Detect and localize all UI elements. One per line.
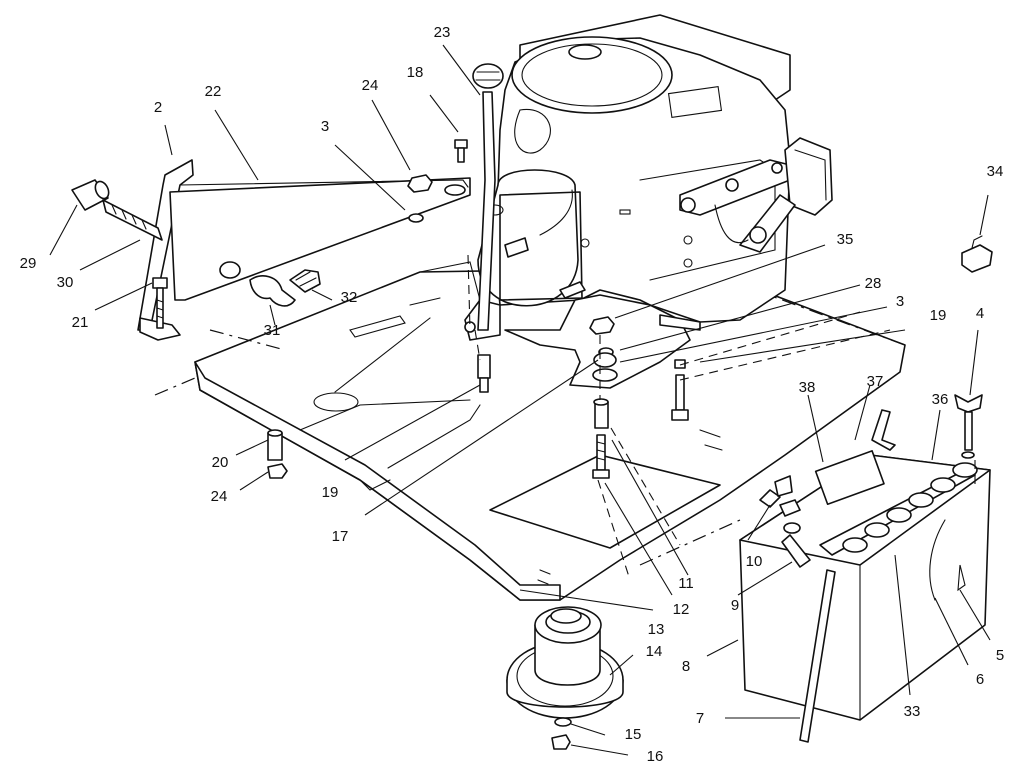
callout-31: 31 [264, 322, 281, 339]
callout-38: 38 [799, 379, 816, 396]
callout-16: 16 [647, 748, 664, 765]
engine [464, 14, 833, 389]
callout-6: 6 [976, 671, 984, 688]
callout-3: 3 [321, 118, 329, 135]
callout-33: 33 [904, 703, 921, 720]
callout-10: 10 [746, 553, 763, 570]
stud-and-sleeve [71, 179, 163, 241]
battery [739, 450, 991, 721]
spacer-and-bolt [592, 398, 610, 479]
bolt-19-right [671, 359, 689, 421]
callout-37: 37 [867, 373, 884, 390]
alignment-lines [467, 254, 976, 581]
callout-20: 20 [212, 454, 229, 471]
callout-19: 19 [322, 484, 339, 501]
callout-21: 21 [72, 314, 89, 331]
callout-3: 3 [896, 293, 904, 310]
callout-18: 18 [407, 64, 424, 81]
callout-labels: 2 22 3 24 18 23 34 35 28 3 19 4 29 30 21… [20, 24, 1005, 765]
item-34-knob [961, 235, 993, 273]
callout-32: 32 [341, 289, 358, 306]
battery-rod [799, 569, 836, 743]
dipstick-tube [472, 63, 504, 331]
battery-hold-down [759, 409, 896, 508]
bolt-21 [152, 277, 168, 329]
callout-15: 15 [625, 726, 642, 743]
pulley-fasteners [551, 717, 572, 750]
pulley [506, 606, 624, 719]
callout-5: 5 [996, 647, 1004, 664]
bolt-19-left [477, 354, 491, 393]
top-fasteners [407, 139, 468, 223]
callout-29: 29 [20, 255, 37, 272]
callout-2: 2 [154, 99, 162, 116]
callout-17: 17 [332, 528, 349, 545]
callout-34: 34 [987, 163, 1004, 180]
callout-13: 13 [648, 621, 665, 638]
callout-35: 35 [837, 231, 854, 248]
callout-24: 24 [211, 488, 228, 505]
callout-36: 36 [932, 391, 949, 408]
callout-19: 19 [930, 307, 947, 324]
battery-terminal-bolt [774, 475, 811, 568]
callout-7: 7 [696, 710, 704, 727]
oil-fittings [219, 261, 321, 307]
wing-nut [954, 394, 983, 459]
spacer-and-nut [267, 429, 288, 479]
callout-9: 9 [731, 597, 739, 614]
callout-28: 28 [865, 275, 882, 292]
callout-8: 8 [682, 658, 690, 675]
battery-cells [842, 462, 978, 553]
callout-4: 4 [976, 305, 984, 322]
callout-12: 12 [673, 601, 690, 618]
leader-lines [49, 44, 991, 756]
callout-14: 14 [646, 643, 663, 660]
callout-30: 30 [57, 274, 74, 291]
callout-23: 23 [434, 24, 451, 41]
callout-11: 11 [678, 575, 694, 592]
callout-22: 22 [205, 83, 222, 100]
callout-24: 24 [362, 77, 379, 94]
